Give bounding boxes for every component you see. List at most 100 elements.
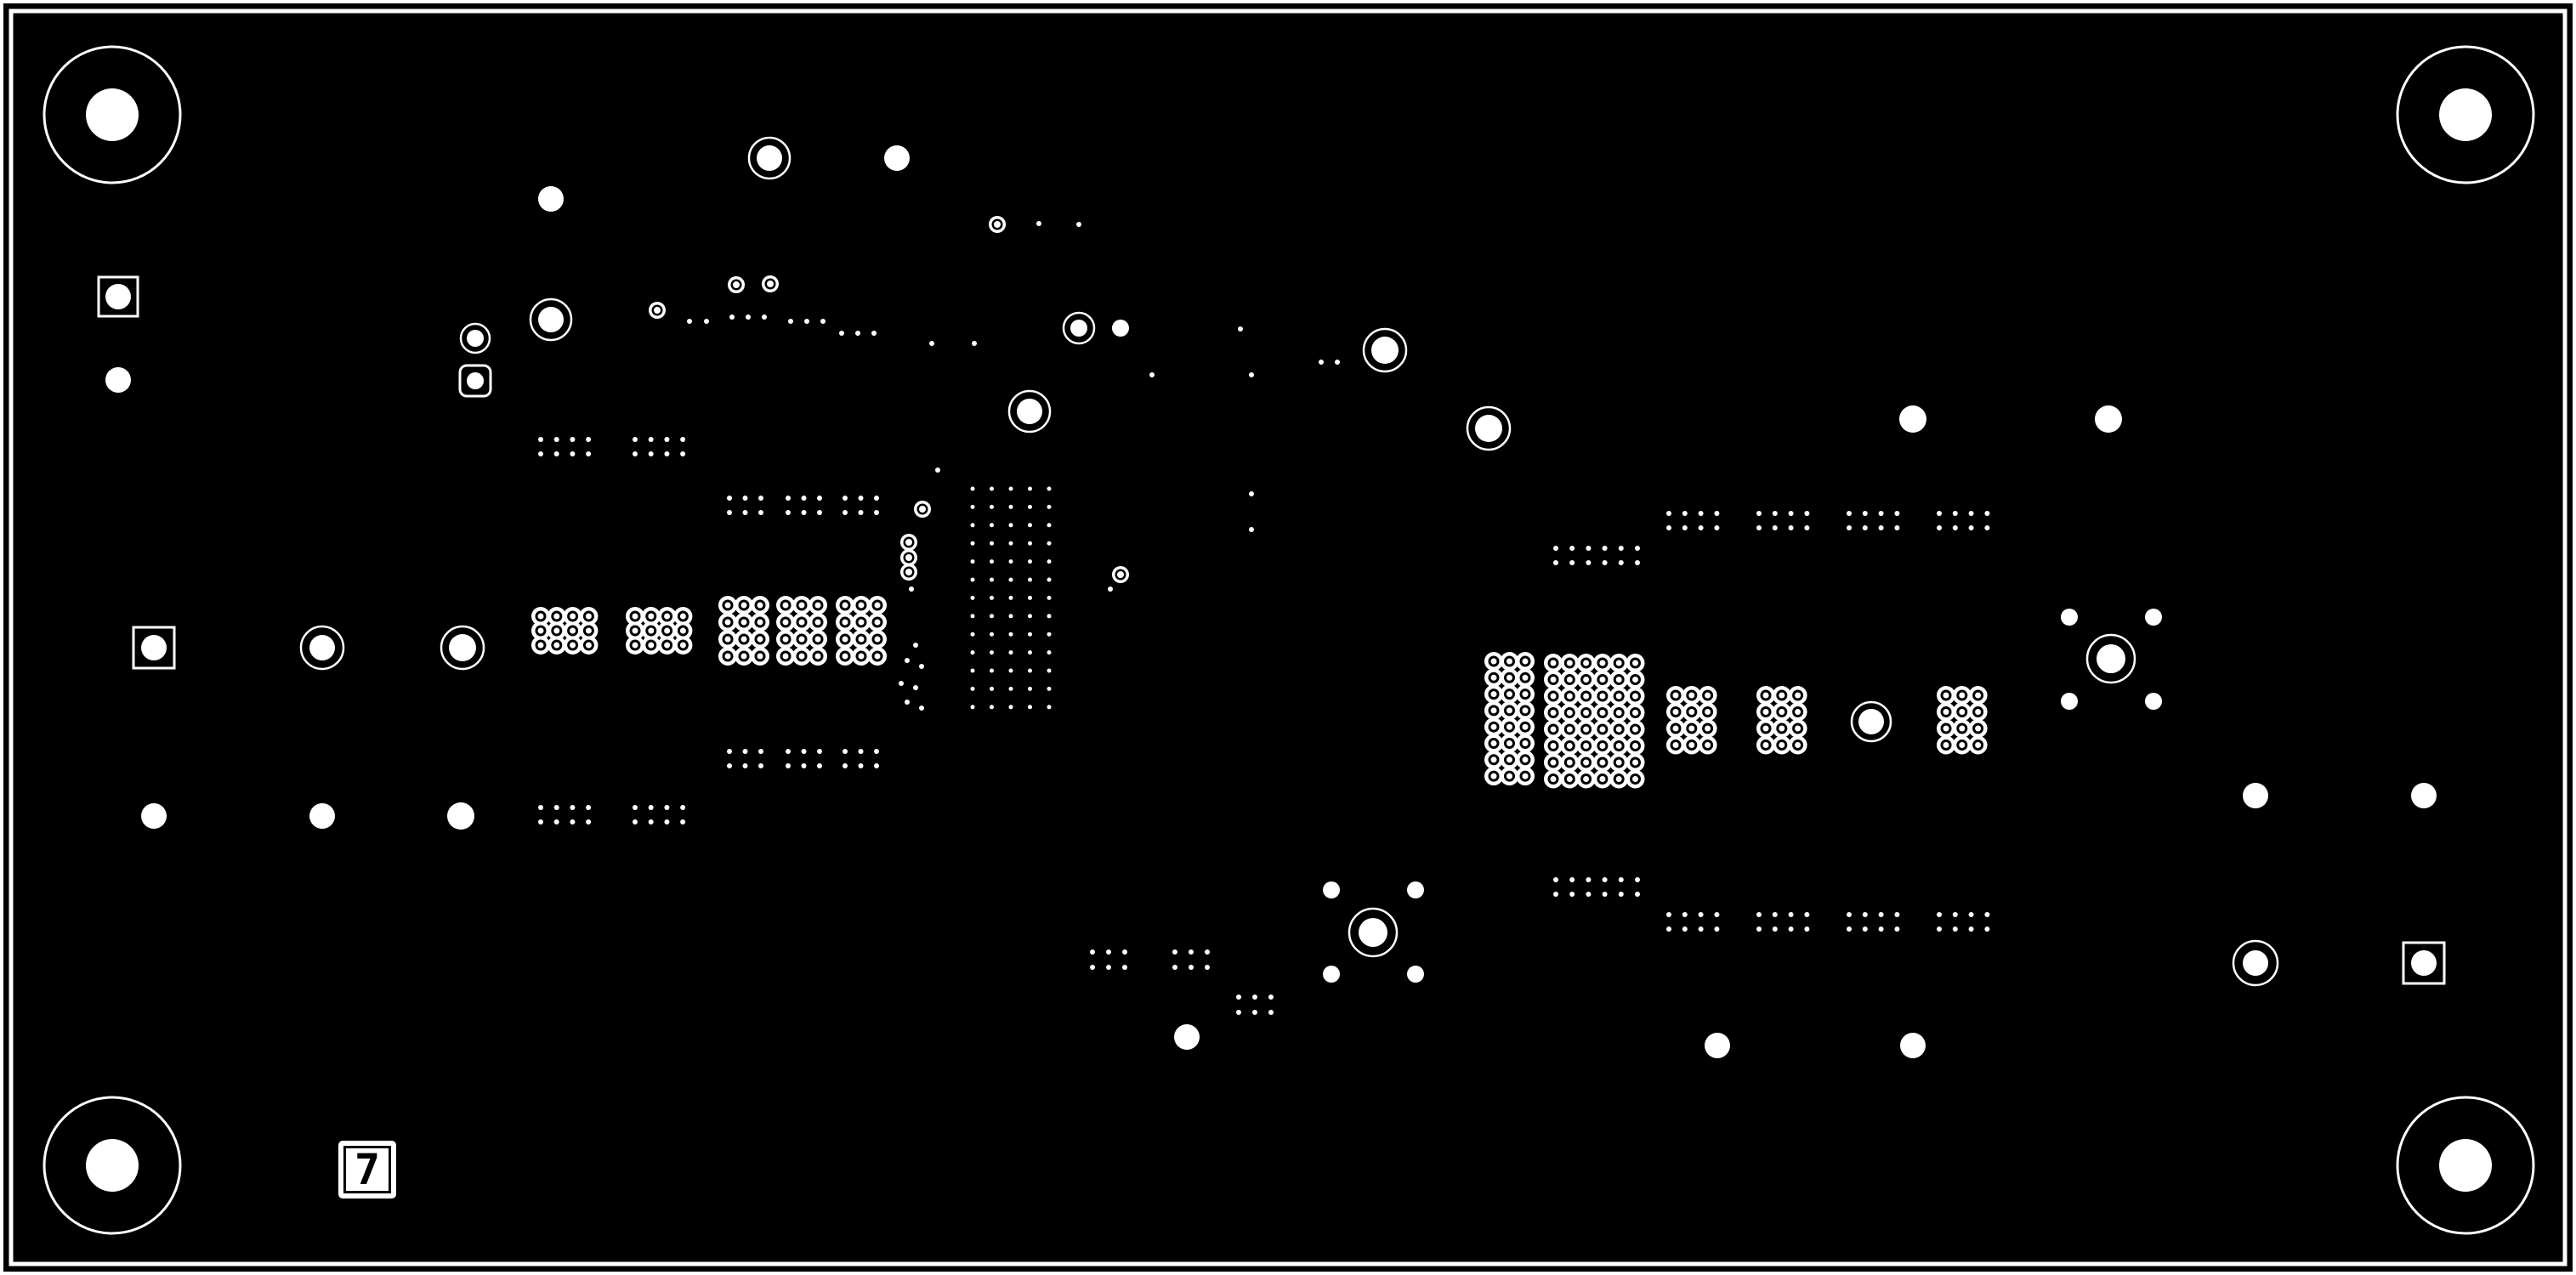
through-hole-pad <box>1017 399 1042 424</box>
thermal-via-drill <box>1779 692 1785 699</box>
grid-via <box>1008 541 1013 546</box>
thermal-via-drill <box>1490 723 1497 730</box>
grid-via <box>990 614 994 619</box>
grid-via <box>1878 525 1884 530</box>
grid-via <box>1698 912 1704 917</box>
grid-via <box>817 763 822 768</box>
grid-via <box>1008 705 1013 710</box>
thermal-via-drill <box>1795 692 1801 699</box>
grid-via <box>1008 486 1013 491</box>
small-via <box>1108 586 1113 592</box>
small-via <box>1149 372 1155 377</box>
grid-via <box>990 632 994 637</box>
thermal-via-drill <box>1566 726 1573 733</box>
small-via <box>909 586 914 592</box>
grid-via <box>817 496 822 501</box>
grid-via <box>680 805 686 810</box>
thermal-via-drill <box>858 636 865 643</box>
grid-via <box>1602 546 1608 551</box>
thermal-via-drill <box>1583 660 1590 666</box>
mounting-hole-ring <box>2396 1096 2535 1235</box>
thermal-via-drill <box>679 627 686 634</box>
thermal-via-drill <box>724 602 731 609</box>
thermal-via-drill <box>585 642 592 649</box>
solid-pad <box>2061 693 2078 710</box>
thermal-via-drill <box>570 613 576 620</box>
grid-via <box>1698 926 1704 932</box>
solid-pad <box>309 803 335 829</box>
thermal-via-drill <box>679 613 686 620</box>
pad-clearance-ring <box>1348 907 1399 958</box>
grid-via <box>1968 511 1974 516</box>
grid-via <box>1008 686 1013 691</box>
grid-via <box>1028 705 1032 710</box>
grid-via <box>633 805 638 810</box>
grid-via <box>1937 926 1942 932</box>
thermal-via-drill <box>553 613 560 620</box>
thermal-via-arrays <box>531 596 1988 789</box>
thermal-via-drill <box>798 653 805 660</box>
grid-via <box>1047 577 1052 582</box>
grid-via <box>1756 926 1762 932</box>
small-via <box>1335 360 1340 365</box>
thermal-via-drill <box>1762 725 1769 732</box>
grid-via <box>1862 926 1868 932</box>
square-pad-outline <box>458 364 492 398</box>
grid-via <box>1028 523 1032 528</box>
small-via <box>746 314 751 320</box>
thermal-via-drill <box>1566 776 1573 782</box>
grid-via <box>786 496 791 501</box>
square-pads <box>97 275 2446 985</box>
grid-via <box>1618 560 1624 565</box>
grid-via <box>664 437 670 442</box>
through-hole-pad <box>757 145 782 171</box>
grid-via <box>858 749 864 754</box>
grid-via <box>1635 546 1640 551</box>
thermal-via-drill <box>740 619 747 626</box>
grid-via <box>858 510 864 515</box>
solid-pad <box>2411 783 2437 808</box>
grid-via <box>727 510 732 515</box>
grid-via <box>1847 525 1852 530</box>
grid-via <box>786 763 791 768</box>
thermal-via-drill <box>757 636 763 643</box>
thermal-via-drill <box>1522 723 1529 730</box>
grid-via <box>1772 912 1778 917</box>
thermal-via-drill <box>1762 709 1769 715</box>
thermal-via-drill <box>1632 759 1638 766</box>
thermal-via-drill <box>757 653 763 660</box>
grid-via <box>1586 892 1592 897</box>
grid-via <box>1028 486 1032 491</box>
thermal-via-drill <box>842 619 848 626</box>
thermal-via-drill <box>1705 725 1711 732</box>
thermal-via-drill <box>664 642 671 649</box>
mounting-hole <box>2439 1139 2492 1192</box>
thermal-via-drill <box>1522 707 1529 714</box>
thermal-via-drill <box>1506 773 1512 779</box>
thermal-via-drill <box>1490 691 1497 698</box>
grid-via <box>1569 546 1575 551</box>
grid-via <box>990 686 994 691</box>
thermal-via-drill <box>724 653 731 660</box>
pad-clearance-ring <box>440 625 485 671</box>
grid-via <box>1090 949 1095 955</box>
grid-via <box>990 541 994 546</box>
thermal-via-drill <box>798 636 805 643</box>
grid-via <box>1008 614 1013 619</box>
thermal-via-drill <box>782 619 789 626</box>
thermal-via-drill <box>740 636 747 643</box>
through-hole-pad <box>2243 950 2268 976</box>
grid-via <box>786 749 791 754</box>
grid-via <box>874 763 879 768</box>
thermal-via-drill <box>1599 776 1606 782</box>
grid-via <box>990 523 994 528</box>
thermal-via-drill <box>1550 677 1557 683</box>
thermal-via-drill <box>814 636 821 643</box>
grid-via <box>990 668 994 673</box>
grid-via <box>1106 949 1111 955</box>
grid-via <box>1698 511 1704 516</box>
pin1-pad <box>467 372 484 389</box>
grid-via <box>1047 614 1052 619</box>
via-center <box>733 281 740 288</box>
grid-via <box>758 496 763 501</box>
